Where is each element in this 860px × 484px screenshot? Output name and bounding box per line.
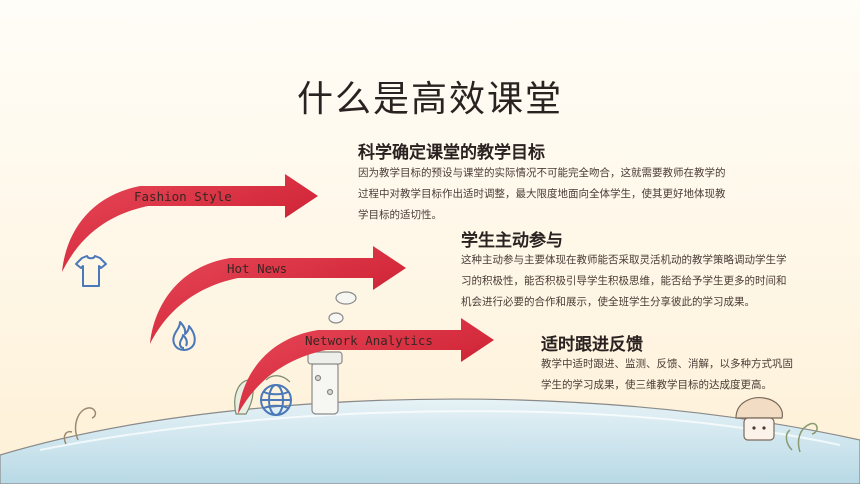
section-3-title: 适时跟进反馈	[541, 335, 643, 355]
arrow-1-shape	[62, 174, 318, 272]
mushroom-doodle	[735, 397, 783, 441]
arrow-label-fashion-style: Fashion Style	[134, 189, 232, 204]
tshirt-icon	[75, 255, 107, 287]
section-2-body: 这种主动参与主要体现在教师能否采取灵活机动的教学策略调动学生学习的积极性，能否积…	[461, 254, 787, 308]
flame-icon	[172, 321, 196, 351]
arrow-label-hot-news: Hot News	[227, 261, 288, 276]
arrow-3-shape	[238, 318, 494, 414]
section-3-body: 教学中适时跟进、监测、反馈、消解，以多种方式巩固学生的学习成果，使三维教学目标的…	[541, 358, 793, 391]
tower-doodle	[307, 291, 357, 415]
swirl-doodle-left	[63, 407, 97, 445]
slide-title: 什么是高效课堂	[296, 79, 563, 120]
section-1-body: 因为教学目标的预设与课堂的实际情况不可能完全吻合，这就需要教师在教学的过程中对教…	[358, 167, 726, 221]
section-1-title: 科学确定课堂的教学目标	[358, 143, 545, 163]
section-2-title: 学生主动参与	[461, 231, 563, 251]
arrow-2-shape	[150, 246, 406, 344]
sprout-doodle-right	[785, 422, 818, 453]
arrow-label-network-analytics: Network Analytics	[305, 333, 433, 348]
globe-icon	[260, 384, 292, 416]
